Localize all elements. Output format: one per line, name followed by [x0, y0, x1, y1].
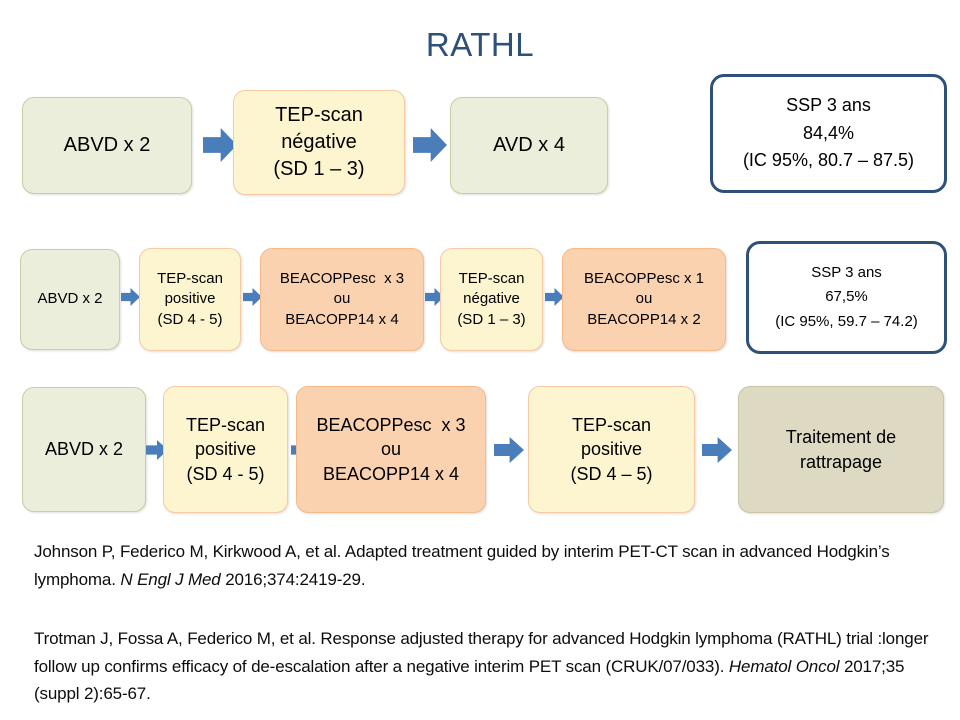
row2-chemo2-line-1: BEACOPPesc x 1 [583, 270, 705, 288]
row1-avd-line-1: AVD x 4 [493, 134, 565, 157]
row3-pet1-line-3: (SD 4 - 5) [186, 463, 265, 484]
row3-pet1-box: TEP-scan positive (SD 4 - 5) [163, 386, 288, 513]
row3-salvage-box: Traitement de rattrapage [738, 386, 944, 513]
row2-arrow-1-icon [121, 288, 140, 306]
row2-chemo2-box: BEACOPPesc x 1 ou BEACOPP14 x 2 [562, 248, 726, 351]
row2-pet1-box: TEP-scan positive (SD 4 - 5) [139, 248, 241, 351]
row3-pet1-line-2: positive [194, 439, 257, 460]
row2-result-line-1: SSP 3 ans [811, 264, 882, 282]
row3-pet2-box: TEP-scan positive (SD 4 – 5) [528, 386, 695, 513]
citation-1-text-before: Johnson P, Federico M, Kirkwood A, et al… [34, 542, 890, 589]
row2-result-box: SSP 3 ans 67,5% (IC 95%, 59.7 – 74.2) [746, 241, 947, 354]
row3-pet2-line-2: positive [580, 439, 643, 460]
row1-pet-box: TEP-scan négative (SD 1 – 3) [233, 90, 405, 195]
row2-chemo1-line-1: BEACOPPesc x 3 [279, 270, 405, 288]
row3-pet2-line-1: TEP-scan [571, 415, 652, 436]
row2-chemo1-line-2: ou [333, 290, 351, 308]
row3-chemo-line-2: ou [380, 439, 402, 460]
row1-pet-line-3: (SD 1 – 3) [273, 157, 365, 180]
row2-chemo1-line-3: BEACOPP14 x 4 [285, 310, 399, 328]
row2-abvd-line-1: ABVD x 2 [37, 290, 103, 308]
row1-abvd-box: ABVD x 2 [22, 97, 192, 194]
row3-chemo-line-3: BEACOPP14 x 4 [322, 463, 460, 484]
citation-1-journal: N Engl J Med [120, 569, 221, 589]
row1-pet-line-1: TEP-scan [275, 104, 363, 127]
row3-chemo-line-1: BEACOPPesc x 3 [316, 415, 466, 436]
row3-chemo-box: BEACOPPesc x 3 ou BEACOPP14 x 4 [296, 386, 486, 513]
citation-2-text-after: 2017;35 (suppl 2):65-67. [34, 656, 905, 704]
row3-salvage-line-2: rattrapage [799, 451, 883, 472]
row2-chemo2-line-3: BEACOPP14 x 2 [587, 310, 701, 328]
row2-result-line-2: 67,5% [825, 288, 868, 306]
row1-result-line-1: SSP 3 ans [786, 94, 871, 115]
row2-pet1-line-2: positive [164, 290, 216, 308]
row1-arrow-2-icon [413, 128, 447, 162]
row3-arrow-4-icon [702, 437, 732, 463]
row2-pet2-line-3: (SD 1 – 3) [457, 310, 526, 328]
row3-arrow-3-icon [494, 437, 524, 463]
row2-pet2-line-2: négative [463, 290, 520, 308]
row2-pet2-box: TEP-scan négative (SD 1 – 3) [440, 248, 543, 351]
row1-result-line-3: (IC 95%, 80.7 – 87.5) [742, 150, 915, 171]
row2-abvd-box: ABVD x 2 [20, 249, 120, 350]
row2-pet1-line-1: TEP-scan [157, 270, 223, 288]
row2-chemo1-box: BEACOPPesc x 3 ou BEACOPP14 x 4 [260, 248, 424, 351]
citation-2: Trotman J, Fossa A, Federico M, et al. R… [34, 625, 946, 708]
row1-avd-box: AVD x 4 [450, 97, 608, 194]
citation-2-journal: Hematol Oncol [728, 656, 840, 676]
row3-abvd-box: ABVD x 2 [22, 387, 146, 512]
row2-result-line-3: (IC 95%, 59.7 – 74.2) [775, 312, 918, 330]
row3-salvage-line-1: Traitement de [785, 427, 897, 448]
row1-arrow-1-icon [203, 128, 237, 162]
row1-abvd-line-1: ABVD x 2 [63, 134, 151, 157]
row1-result-line-2: 84,4% [802, 122, 855, 143]
row3-pet1-line-1: TEP-scan [185, 415, 266, 436]
row3-abvd-line-1: ABVD x 2 [44, 439, 124, 460]
page-title: RATHL [425, 26, 535, 63]
row2-pet2-line-1: TEP-scan [458, 270, 525, 288]
row2-pet1-line-3: (SD 4 - 5) [157, 310, 223, 328]
row1-pet-line-2: négative [281, 131, 357, 154]
citation-1-text-after: 2016;374:2419-29. [220, 569, 366, 589]
row1-result-box: SSP 3 ans 84,4% (IC 95%, 80.7 – 87.5) [710, 74, 947, 193]
citation-2-text-before: Trotman J, Fossa A, Federico M, et al. R… [34, 629, 929, 676]
row2-chemo2-line-2: ou [635, 290, 653, 308]
row3-pet2-line-3: (SD 4 – 5) [570, 463, 653, 484]
citation-1: Johnson P, Federico M, Kirkwood A, et al… [34, 538, 946, 593]
